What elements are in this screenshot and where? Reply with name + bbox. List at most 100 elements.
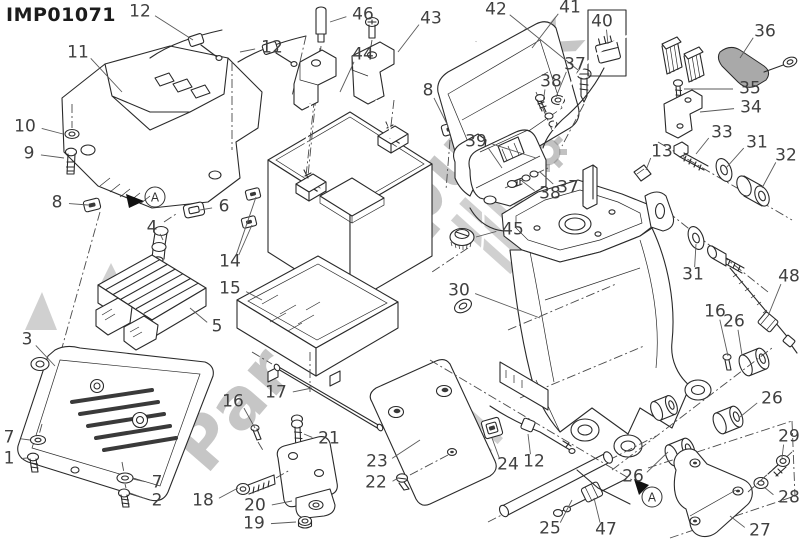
roller-26-b [712,405,744,435]
callout-24: 24 [497,454,519,475]
battery-terminal-neg [295,169,327,202]
callout-17: 17 [265,382,287,403]
callout-43: 43 [420,8,442,29]
bolt-29 [747,451,793,493]
callout-4: 4 [146,217,158,238]
callout-33: 33 [711,122,733,143]
bracket-34 [663,89,703,139]
callout-9: 9 [23,143,35,164]
callout-47: 47 [595,519,617,540]
clip-nut-6 [182,201,206,219]
clip-nut-24 [480,416,504,440]
grommet-hole [435,384,453,398]
callout-21: 21 [318,428,340,449]
washer-7a [29,423,47,446]
washer-31a [715,158,733,182]
callout-6: 6 [218,196,230,217]
callout-22: 22 [365,472,387,493]
screw-1 [26,452,40,473]
battery-tray [236,187,399,392]
battery-mount-bracket [499,164,712,471]
callout-20: 20 [244,495,266,516]
callout-39: 39 [465,131,487,152]
washer-7b [116,461,134,489]
callout-15: 15 [219,278,241,299]
callout-44: 44 [352,44,374,65]
callout-34: 34 [740,97,762,118]
callout-16: 16 [704,301,726,322]
callout-3: 3 [21,329,33,350]
screw-43-top [364,16,380,53]
callout-27: 27 [749,520,771,541]
callout-26: 26 [622,466,644,487]
callout-1: 1 [3,448,15,469]
callout-28: 28 [778,487,799,508]
callout-32: 32 [775,145,797,166]
battery [267,47,433,305]
callout-12: 12 [523,451,545,472]
callout-37: 37 [557,177,579,198]
view-arrow-a2 [634,479,649,495]
view-marker-A-1: A [144,186,166,208]
screw-16-right [722,353,732,371]
connector-blocks [661,36,705,83]
grommet-45 [431,227,475,273]
axis-upper-right [657,141,793,221]
callout-11: 11 [67,42,89,63]
callout-14: 14 [219,251,241,272]
callout-36: 36 [754,21,776,42]
callout-38: 38 [539,183,561,204]
callout-19: 19 [243,513,265,534]
axis-lower-right [667,211,769,293]
heat-shield [17,345,214,502]
solenoid-bolt-37-38-bottom [504,167,549,189]
voltage-regulator [95,254,207,351]
washer-28 [753,476,769,490]
screw-2 [117,488,131,508]
view-marker-A-2: A [641,486,663,508]
callout-8: 8 [51,192,63,213]
callout-45: 45 [502,219,524,240]
callout-37: 37 [564,54,586,75]
callout-31: 31 [682,264,704,285]
bracket-27 [647,420,796,539]
callout-13: 13 [651,141,673,162]
cable-tie-top-left [149,29,223,61]
callout-5: 5 [211,316,223,337]
starter-cable [551,28,798,131]
screw-16-left [250,424,265,453]
battery-terminal-pos [377,121,409,154]
drawing-code: IMP01071 [6,4,117,26]
callout-40: 40 [591,11,613,32]
assembly-axis [429,359,633,481]
bracket-20 [276,436,338,519]
threaded-stud [707,245,745,274]
callout-8: 8 [422,80,434,101]
callout-48: 48 [778,266,799,287]
screw-22 [395,473,410,491]
roller-26-d [650,394,678,422]
rod-17 [251,351,384,432]
callout-41: 41 [559,0,581,18]
washer-10 [64,104,80,140]
cable-tie-12-bottom [489,405,576,454]
view-arrow-a1 [126,194,144,208]
leader-lines [20,13,785,528]
bracket-43 [351,41,395,105]
callout-7: 7 [3,427,15,448]
screw-9 [64,147,78,175]
callout-26: 26 [761,388,783,409]
callout-42: 42 [485,0,507,20]
callout-31: 31 [746,132,768,153]
tie-wrap-47 [552,469,631,517]
callout-12: 12 [129,1,151,22]
cable-44 [300,99,392,177]
flat-plate-23 [369,358,497,506]
callout-25: 25 [539,518,561,539]
bracket-46 [293,49,337,111]
relay-40-box [542,9,627,149]
cable-boot [717,46,770,88]
grommet-hole [387,405,405,419]
callout-2: 2 [151,490,163,511]
